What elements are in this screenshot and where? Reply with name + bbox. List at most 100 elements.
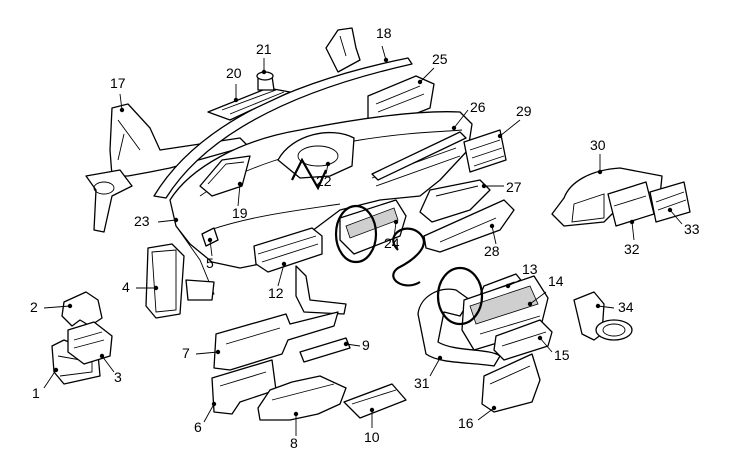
leader-line-3 [101, 355, 115, 373]
callout-5: 5 [206, 255, 214, 271]
leader-line-33 [669, 209, 683, 225]
leader-line-31 [429, 357, 441, 377]
leader-dot-16 [491, 405, 497, 411]
callout-7: 7 [182, 345, 190, 361]
part-6-lower-panel [211, 359, 277, 415]
leader-dot-7 [215, 349, 221, 355]
leader-dot-3 [99, 353, 105, 359]
callout-20: 20 [226, 65, 242, 81]
leader-dot-9 [343, 341, 349, 347]
callout-24: 24 [384, 235, 400, 251]
callout-31: 31 [414, 375, 430, 391]
leader-line-9 [345, 343, 361, 347]
callout-19: 19 [232, 205, 248, 221]
leader-line-15 [539, 337, 553, 353]
leader-line-12 [277, 263, 285, 287]
leader-line-28 [491, 225, 497, 245]
callout-18: 18 [376, 25, 392, 41]
leader-line-5 [209, 239, 213, 257]
callout-17: 17 [110, 75, 126, 91]
callout-13: 13 [522, 261, 538, 277]
dashboard-main [169, 111, 473, 301]
callout-10: 10 [364, 429, 380, 445]
leader-dot-33 [667, 207, 673, 213]
leader-line-32 [631, 221, 635, 241]
leader-dot-8 [293, 411, 299, 417]
callout-labels: 1234567891012131415161718192021222324252… [30, 25, 700, 451]
leader-dot-6 [211, 401, 217, 407]
leader-dot-28 [489, 223, 495, 229]
leader-line-34 [597, 305, 615, 309]
part-21-knob [256, 71, 275, 91]
part-16-lower-panel [481, 353, 541, 413]
leader-line-19 [237, 183, 241, 207]
part-34-round-vent [573, 291, 633, 341]
part-17-crossmember [85, 103, 249, 233]
part-31-duct [417, 288, 501, 367]
callout-4: 4 [122, 279, 130, 295]
part-10-trim [343, 383, 407, 419]
leader-dot-20 [233, 97, 239, 103]
leader-line-1 [43, 369, 57, 389]
leader-dot-21 [261, 69, 267, 75]
leader-dot-27 [481, 183, 487, 189]
callout-22: 22 [316, 173, 332, 189]
callout-12: 12 [268, 285, 284, 301]
part-4-end-panel [145, 243, 185, 319]
leader-line-13 [507, 279, 521, 287]
part-27-glovebox-upper [419, 179, 491, 223]
part-29-vent [463, 129, 507, 173]
leader-dot-23 [173, 217, 179, 223]
part-20-top-grille [207, 87, 291, 121]
leader-line-2 [43, 305, 71, 309]
leader-dot-22 [325, 161, 331, 167]
part-7-knee-panel [213, 311, 339, 371]
leader-dot-15 [537, 335, 543, 341]
callout-15: 15 [554, 347, 570, 363]
part-9-trim [299, 337, 351, 363]
callout-23: 23 [134, 213, 150, 229]
callout-6: 6 [194, 419, 202, 435]
callout-14: 14 [548, 273, 564, 289]
leader-line-23 [157, 219, 177, 223]
leader-dot-30 [597, 169, 603, 175]
callout-2: 2 [30, 299, 38, 315]
leader-line-29 [499, 119, 521, 137]
watermark-glyphs [291, 157, 484, 326]
part-26-trim [371, 131, 467, 181]
callout-30: 30 [590, 137, 606, 153]
leader-dot-26 [451, 125, 457, 131]
callout-29: 29 [516, 103, 532, 119]
leader-line-6 [203, 403, 215, 423]
leader-dot-1 [53, 367, 59, 373]
part-12-center-stack [253, 227, 347, 315]
part-8-bracket [257, 375, 347, 421]
leader-line-18 [381, 45, 387, 61]
leader-dot-13 [505, 283, 511, 289]
leader-line-7 [195, 351, 219, 355]
leader-dot-2 [67, 303, 73, 309]
leader-line-24 [393, 221, 397, 239]
leader-line-26 [453, 109, 469, 129]
callout-25: 25 [432, 51, 448, 67]
callout-3: 3 [114, 369, 122, 385]
callout-26: 26 [470, 99, 486, 115]
callout-27: 27 [506, 179, 522, 195]
leader-dot-10 [369, 407, 375, 413]
part-18-defroster-strip [153, 27, 413, 199]
part-2-bracket [61, 291, 103, 327]
leader-dot-32 [629, 219, 635, 225]
part-30-end-unit [551, 167, 663, 227]
leader-line-25 [419, 67, 435, 83]
leader-dot-18 [383, 57, 389, 63]
leader-line-16 [477, 407, 495, 421]
leader-line-14 [529, 291, 547, 305]
leader-dot-12 [281, 261, 287, 267]
leader-dot-14 [527, 301, 533, 307]
callout-9: 9 [362, 337, 370, 353]
callout-28: 28 [484, 243, 500, 259]
callout-8: 8 [290, 435, 298, 451]
leader-dot-17 [119, 107, 125, 113]
